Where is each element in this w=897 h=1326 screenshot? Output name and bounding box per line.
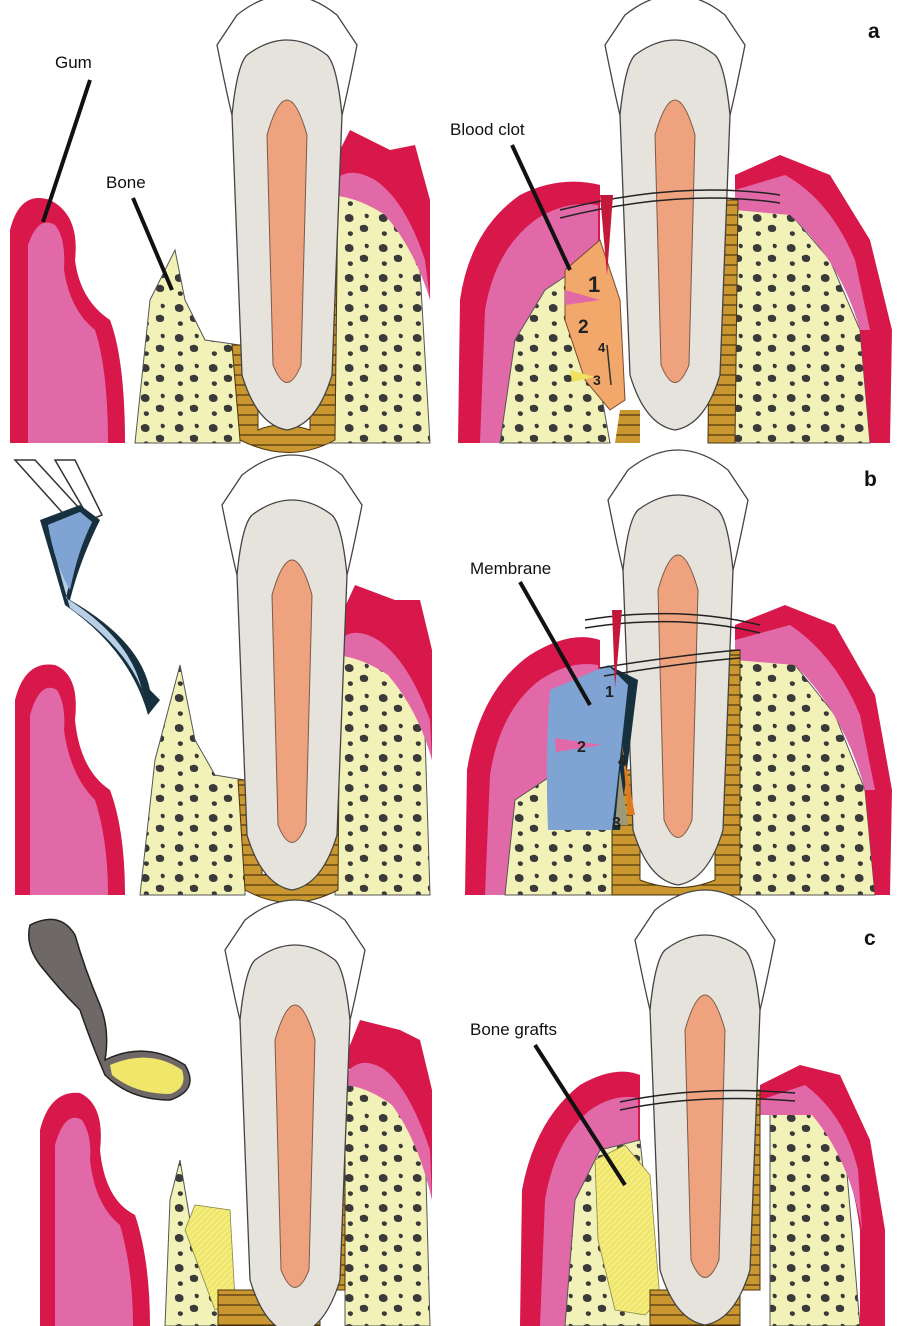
label-bone-grafts: Bone grafts bbox=[470, 1020, 557, 1039]
leader-gum bbox=[43, 80, 90, 222]
label-blood-clot: Blood clot bbox=[450, 120, 525, 139]
panel-a: 1 2 3 4 Gum Bone Blood clot a bbox=[10, 0, 892, 453]
panel-c: Bone grafts c bbox=[29, 890, 885, 1326]
panel-b: 1 2 3 4 Membrane b bbox=[15, 450, 892, 903]
bone-crest-left bbox=[135, 250, 240, 443]
svg-text:4: 4 bbox=[618, 753, 627, 770]
panel-label-a: a bbox=[868, 20, 880, 43]
leader-bone bbox=[133, 198, 172, 290]
svg-text:1: 1 bbox=[605, 684, 614, 701]
svg-text:3: 3 bbox=[612, 815, 621, 832]
number-1: 1 bbox=[588, 272, 600, 297]
panel-a-after: 1 2 3 4 bbox=[458, 0, 892, 443]
panel-b-after: 1 2 3 4 bbox=[465, 450, 892, 895]
number-2: 2 bbox=[578, 317, 589, 338]
svg-text:2: 2 bbox=[577, 739, 586, 756]
panel-b-before bbox=[15, 455, 432, 903]
panel-label-c: c bbox=[864, 927, 876, 950]
label-bone: Bone bbox=[106, 173, 146, 192]
label-membrane: Membrane bbox=[470, 559, 551, 578]
number-3: 3 bbox=[593, 372, 601, 388]
panel-label-b: b bbox=[864, 468, 877, 491]
number-4: 4 bbox=[598, 340, 606, 355]
panel-c-before bbox=[29, 900, 432, 1326]
label-gum: Gum bbox=[55, 53, 92, 72]
